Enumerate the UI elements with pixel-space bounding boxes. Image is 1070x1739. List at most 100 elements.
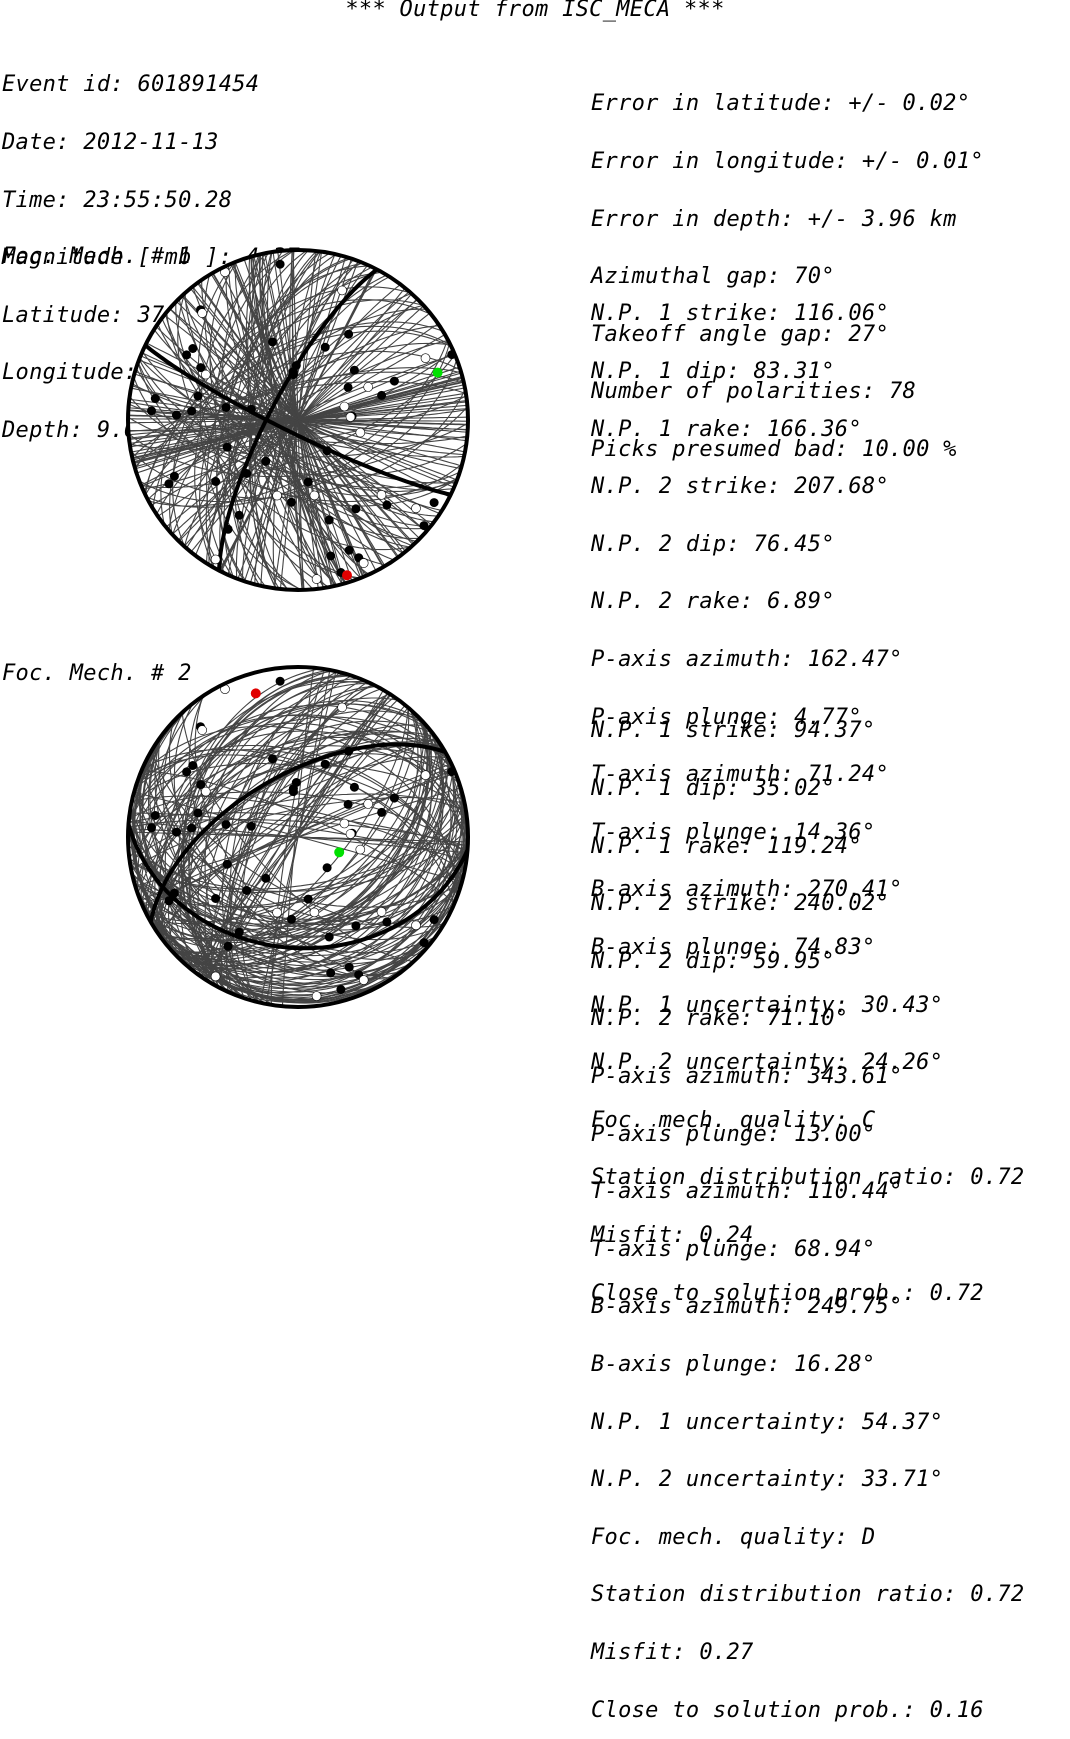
dilatation-polarity	[311, 991, 322, 1001]
param-line: P-axis azimuth: 162.47°	[591, 646, 903, 672]
uncertainty-plane	[194, 265, 370, 575]
uncertainty-plane	[138, 358, 457, 492]
param-line: T-axis azimuth: 110.44°	[591, 1179, 903, 1205]
uncertainty-plane	[170, 724, 427, 954]
uncertainty-plane	[154, 745, 443, 950]
param-line: N.P. 2 rake: 6.89°	[591, 589, 835, 615]
uncertainty-plane	[246, 252, 329, 588]
dilatation-polarity	[363, 382, 373, 392]
param-line: P-axis plunge: 4.77°	[591, 704, 862, 730]
compression-polarity	[211, 894, 221, 903]
uncertainty-plane	[128, 812, 468, 852]
compression-polarity	[349, 782, 359, 792]
compression-polarity	[275, 676, 285, 686]
compression-polarity	[187, 823, 197, 833]
compression-polarity	[351, 921, 361, 931]
uncertainty-plane	[128, 791, 468, 856]
uncertainty-plane	[204, 694, 392, 980]
param-line: P-axis azimuth: 343.61°	[591, 1063, 903, 1089]
dilatation-polarity	[197, 725, 207, 735]
error-depth: Error in depth: +/- 3.96 km	[591, 206, 957, 232]
uncertainty-plane	[137, 780, 460, 930]
uncertainty-plane	[128, 834, 468, 924]
page-title: *** Output from ISC_MECA ***	[345, 0, 725, 22]
uncertainty-plane	[144, 763, 452, 911]
compression-polarity	[326, 968, 336, 978]
param-line: N.P. 1 dip: 83.31°	[591, 359, 835, 384]
compression-polarity	[419, 938, 429, 948]
event-id: Event id: 601891454	[2, 72, 260, 98]
compression-polarity	[196, 780, 206, 790]
uncertainty-plane	[169, 299, 424, 535]
mechanism-1-label: Foc. Mech. # 1	[2, 244, 192, 269]
compression-polarity	[268, 754, 277, 764]
dilatation-polarity	[337, 702, 347, 713]
compression-polarity	[288, 367, 298, 377]
uncertainty-plane	[261, 251, 325, 589]
uncertainty-plane	[139, 758, 450, 981]
param-line: N.P. 1 strike: 116.06°	[591, 301, 889, 327]
param-line: N.P. 1 rake: 166.36°	[591, 416, 862, 442]
uncertainty-plane	[170, 724, 429, 958]
compression-polarity	[326, 551, 336, 561]
mechanism-2-beachball	[126, 665, 470, 1009]
param-line: N.P. 2 dip: 76.45°	[591, 531, 835, 557]
uncertainty-plane	[177, 674, 351, 1000]
param-line: N.P. 1 rake: 119.24°	[591, 833, 862, 859]
param-line: B-axis azimuth: 270.41°	[591, 877, 903, 903]
param-line: N.P. 1 strike: 94.37°	[591, 718, 876, 744]
t-axis-marker	[432, 367, 443, 378]
dilatation-polarity	[376, 907, 387, 917]
param-line: T-axis plunge: 14.36°	[591, 819, 876, 845]
picks-presumed-bad: Picks presumed bad: 10.00 %	[591, 436, 957, 462]
uncertainty-plane	[245, 254, 338, 586]
dilatation-polarity	[411, 503, 421, 514]
param-line: T-axis plunge: 68.94°	[591, 1236, 876, 1262]
compression-polarity	[343, 382, 353, 392]
uncertainty-plane	[155, 730, 440, 932]
compression-polarity	[234, 927, 244, 937]
dilatation-polarity	[210, 971, 221, 982]
uncertainty-plane	[159, 731, 436, 938]
dilatation-polarity	[210, 554, 221, 565]
param-line: N.P. 2 uncertainty: 33.71°	[591, 1467, 944, 1493]
mechanism-2-params: N.P. 1 strike: 94.37° N.P. 1 dip: 35.02°…	[591, 683, 1024, 1739]
uncertainty-plane	[128, 829, 468, 938]
compression-polarity	[261, 873, 271, 883]
dilatation-polarity	[337, 285, 347, 296]
param-line: B-axis azimuth: 249.75°	[591, 1294, 903, 1320]
uncertainty-planes	[128, 250, 468, 590]
uncertainty-plane	[182, 681, 368, 993]
uncertainty-plane	[199, 250, 303, 590]
dilatation-polarity	[339, 818, 350, 829]
dilatation-polarity	[355, 844, 366, 855]
takeoff-angle-gap: Takeoff angle gap: 27°	[591, 321, 889, 347]
compression-polarity	[344, 329, 354, 339]
uncertainty-plane	[138, 725, 458, 898]
uncertainty-plane	[128, 714, 468, 848]
uncertainty-plane	[174, 719, 434, 970]
compression-polarity	[320, 759, 330, 769]
compression-polarity	[287, 914, 296, 924]
compression-polarity	[419, 521, 429, 531]
compression-polarity	[382, 917, 392, 927]
uncertainty-plane	[133, 693, 390, 1004]
dilatation-polarity	[339, 401, 350, 412]
compression-polarity	[188, 761, 198, 770]
dilatation-polarity	[363, 799, 373, 809]
uncertainty-plane	[159, 737, 437, 936]
nodal-plane-1	[144, 343, 452, 497]
uncertainty-plane	[137, 753, 459, 895]
compression-polarity	[246, 821, 256, 831]
uncertainty-plane	[192, 286, 404, 554]
compression-polarity	[193, 391, 203, 401]
uncertainty-plane	[142, 350, 454, 490]
param-line: B-axis plunge: 74.83°	[591, 934, 876, 960]
compression-polarity	[275, 259, 285, 269]
compression-polarity	[344, 746, 354, 756]
compression-polarity	[222, 442, 232, 452]
compression-polarity	[187, 406, 197, 416]
compression-polarity	[223, 941, 233, 951]
uncertainty-plane	[205, 693, 391, 981]
uncertainty-plane	[185, 709, 419, 969]
